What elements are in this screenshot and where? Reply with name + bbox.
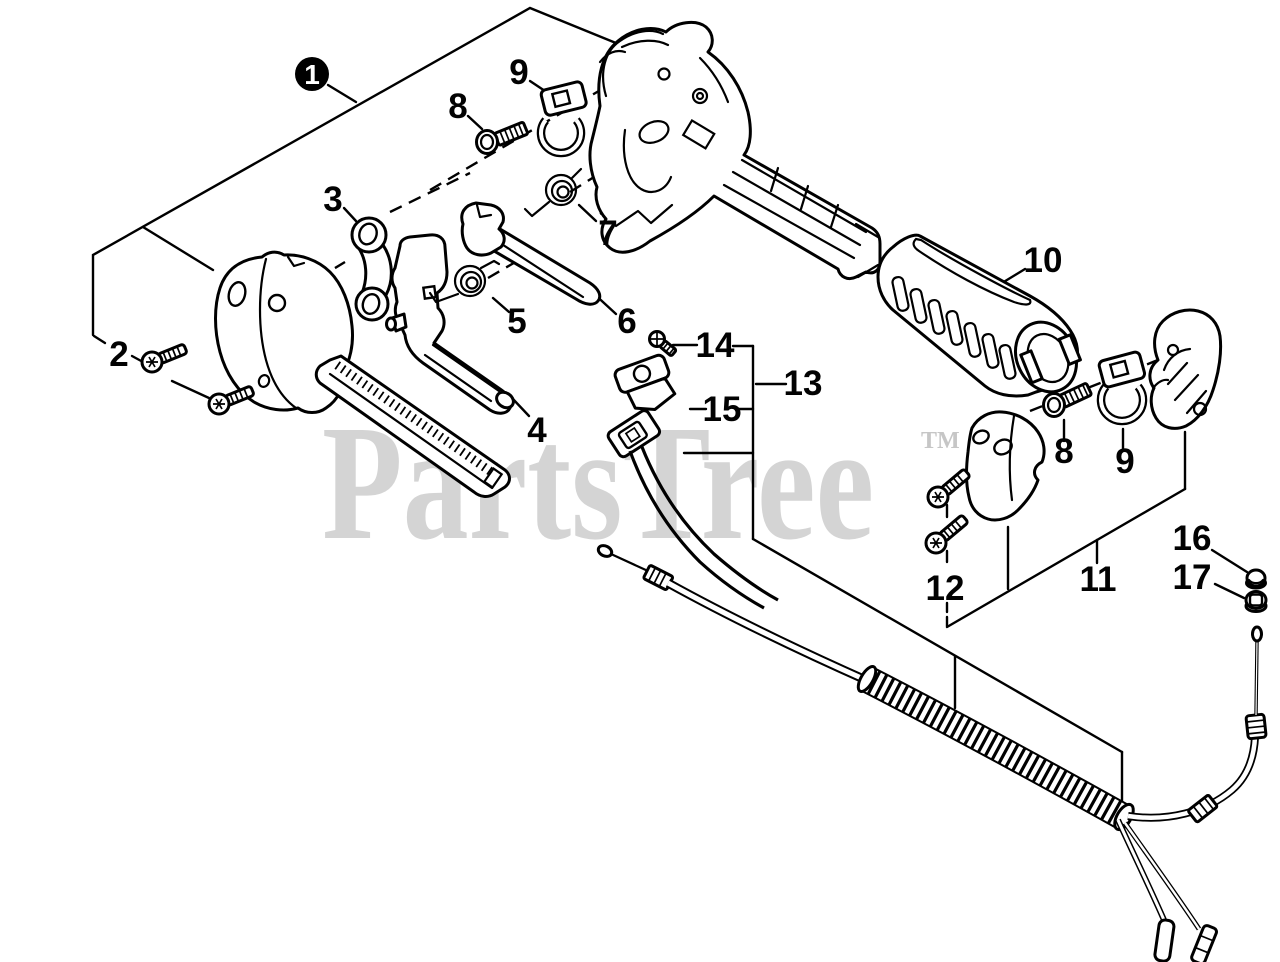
callout-1-assembly[interactable]: 1 <box>295 57 329 91</box>
part-rear-handle-housing[interactable] <box>588 20 882 281</box>
part-2-screws[interactable] <box>140 343 255 416</box>
callout-11[interactable]: 11 <box>1080 560 1117 599</box>
part-16-nut[interactable] <box>1245 568 1267 590</box>
part-8-bolt-left[interactable] <box>475 121 529 155</box>
callout-1-badge <box>295 57 329 91</box>
callout-9-duplicate[interactable]: 9 <box>1115 442 1134 481</box>
part-4-trigger[interactable] <box>385 233 517 415</box>
callout-15[interactable]: 15 <box>703 390 742 429</box>
watermark-trademark: TM <box>921 428 960 454</box>
callout-3[interactable]: 3 <box>323 180 342 219</box>
callout-8[interactable]: 8 <box>448 87 467 126</box>
callout-16[interactable]: 16 <box>1173 519 1212 558</box>
callout-7[interactable]: 7 <box>598 214 617 253</box>
part-6-lockout-lever[interactable] <box>460 201 602 306</box>
callout-4[interactable]: 4 <box>527 411 547 450</box>
part-9-clamp-left[interactable] <box>536 80 588 158</box>
callout-8-duplicate[interactable]: 8 <box>1054 432 1073 471</box>
callout-17[interactable]: 17 <box>1173 558 1212 597</box>
part-14-screw[interactable] <box>648 330 678 357</box>
part-throttle-cover[interactable] <box>965 410 1046 522</box>
callout-13[interactable]: 13 <box>784 364 823 403</box>
part-5-spring[interactable] <box>428 259 501 304</box>
part-8-bolt-right[interactable] <box>1042 382 1093 418</box>
part-12-screws[interactable] <box>924 468 971 555</box>
callout-10[interactable]: 10 <box>1024 241 1063 280</box>
callout-5[interactable]: 5 <box>507 302 526 341</box>
part-throttle-cable-assembly[interactable] <box>596 544 1268 962</box>
part-stop-switch[interactable] <box>606 409 779 610</box>
callout-2[interactable]: 2 <box>109 335 128 374</box>
part-handle-end-cap[interactable] <box>1148 308 1223 430</box>
bracket-11 <box>945 430 1187 629</box>
callout-14[interactable]: 14 <box>696 326 735 365</box>
callout-9[interactable]: 9 <box>509 53 528 92</box>
part-17-nut[interactable] <box>1244 590 1268 613</box>
part-handle-bar[interactable] <box>314 354 511 498</box>
part-3-link[interactable] <box>350 216 393 322</box>
part-10-grip[interactable] <box>876 233 1088 402</box>
part-7-spring[interactable] <box>523 167 583 218</box>
callout-12[interactable]: 12 <box>926 569 965 608</box>
part-15-clamp[interactable] <box>613 353 679 419</box>
callout-6[interactable]: 6 <box>617 302 636 341</box>
part-9-clamp-right[interactable] <box>1096 350 1148 426</box>
assembly-outline-1 <box>91 6 640 337</box>
callout-1-number: 1 <box>304 59 320 90</box>
bracket-13 <box>671 343 1124 812</box>
